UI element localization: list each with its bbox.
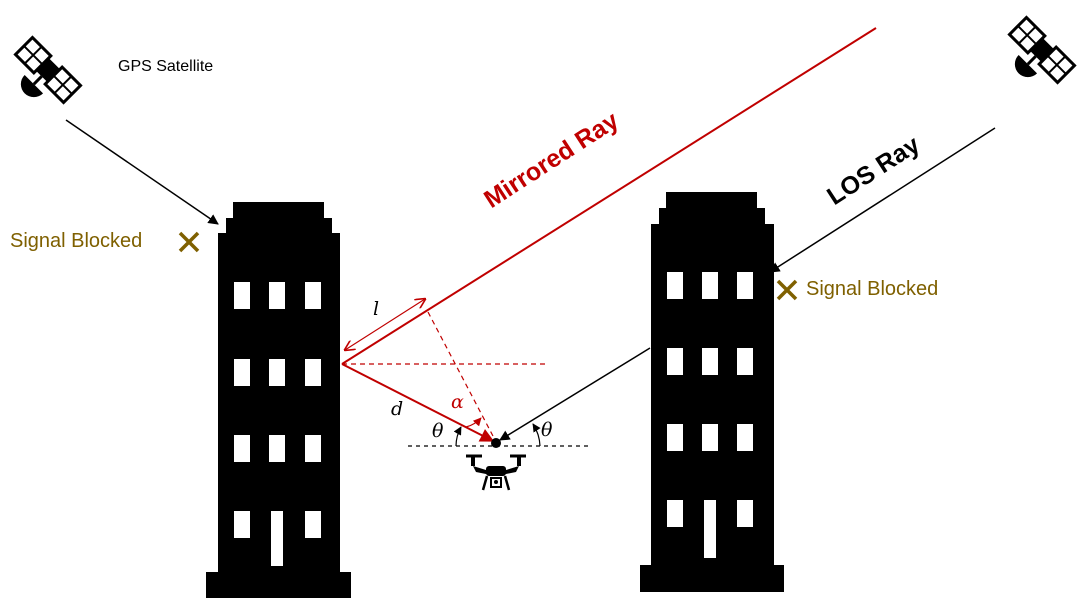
satellite-label: GPS Satellite [118,58,214,75]
los-ray-line [769,127,996,273]
building-right [640,192,784,592]
building-left-windows [234,282,321,566]
reflected-ray-d [341,363,495,442]
drone-icon [466,454,526,491]
theta-left-arc [453,426,462,447]
symbol-l: l [373,298,380,320]
symbol-alpha: α [451,391,464,413]
blocked-x-icon-left [178,231,200,253]
building-right-windows [667,272,753,558]
blocked-x-icon-right [776,279,798,301]
receiver-point [491,438,501,448]
theta-right-arc [532,423,541,447]
satellite-ray-left [65,119,219,225]
symbol-theta-left: θ [432,420,444,442]
signal-blocked-label-right: Signal Blocked [806,278,939,300]
los-ray-to-drone [499,347,651,441]
alpha-arc [465,417,482,428]
path-length-l-arrow [345,299,425,350]
building-left [206,202,351,598]
perpendicular-dashed-line [427,311,495,439]
signal-blocked-label-left: Signal Blocked [10,230,143,252]
symbol-d: d [391,398,404,420]
symbol-theta-right: θ [541,419,553,441]
mirrored-ray-line [341,27,877,365]
satellite-icon-left [13,35,83,105]
satellite-icon-right [1007,15,1077,85]
